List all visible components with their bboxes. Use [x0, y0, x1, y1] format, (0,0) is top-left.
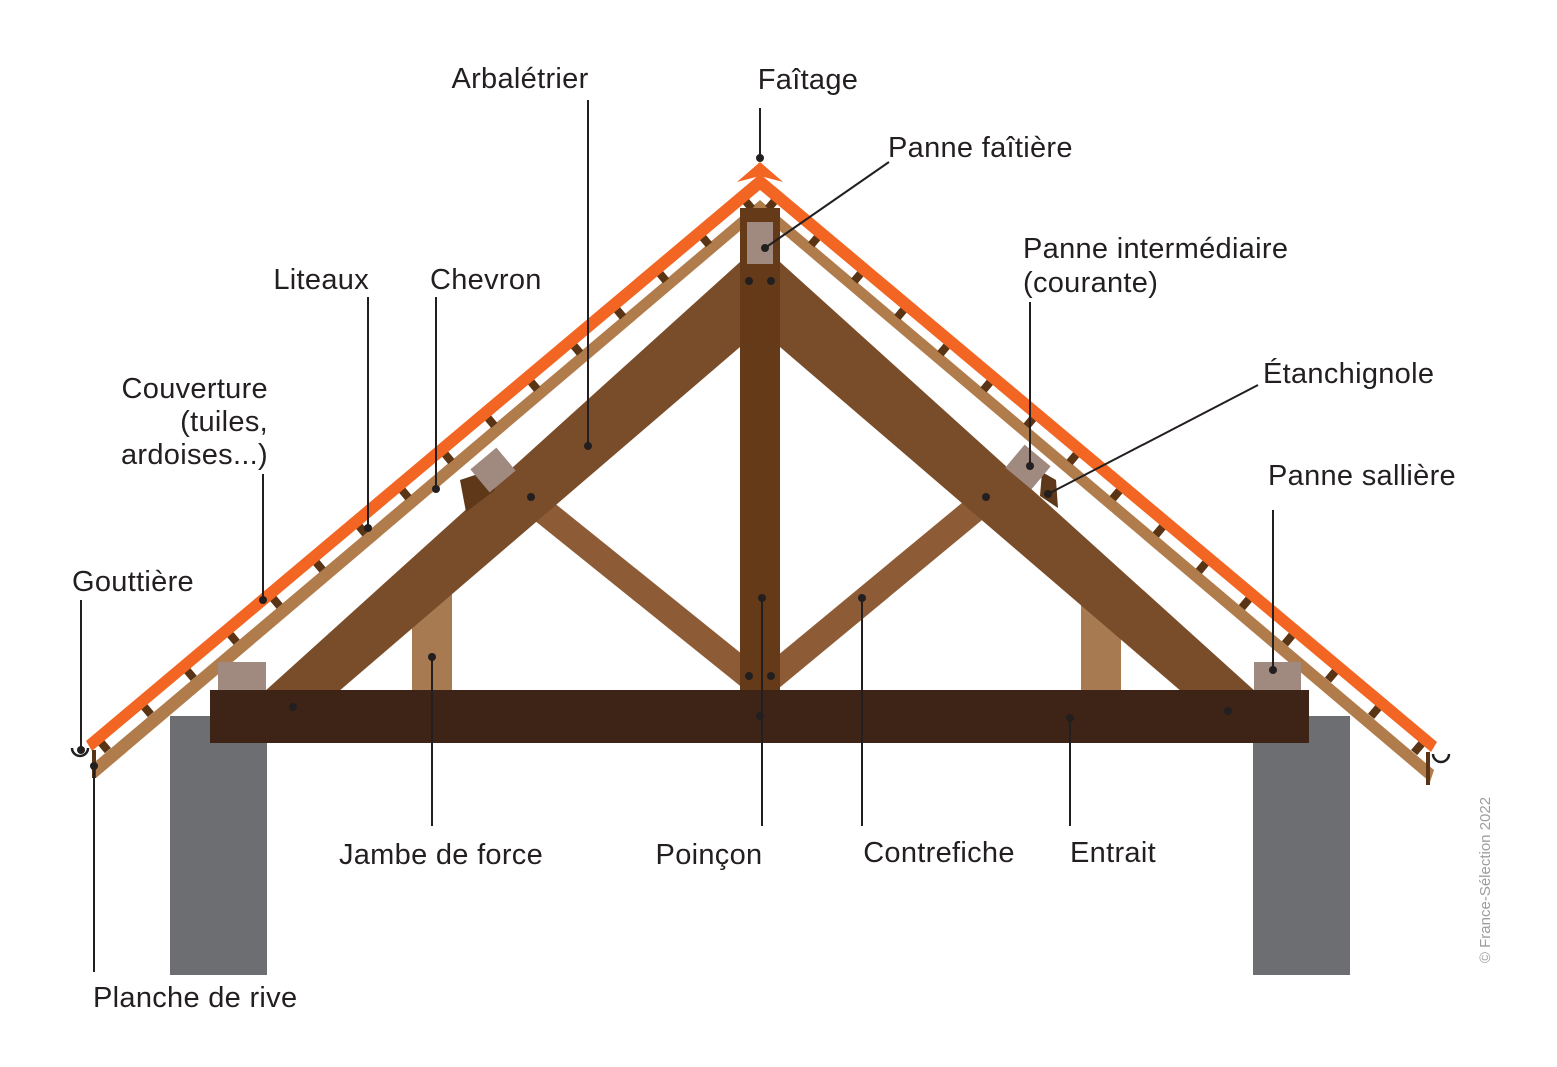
- left-strut: [496, 469, 765, 693]
- right-wall: [1253, 716, 1350, 975]
- label-entrait: Entrait: [1070, 837, 1156, 869]
- right-gutter: [1431, 753, 1451, 764]
- ridge-purlin: [747, 222, 773, 264]
- label-panne-intermediaire: Panne intermédiaire: [1023, 233, 1288, 265]
- label-couverture: Couverture: [122, 373, 268, 405]
- left-wall-plate: [218, 662, 266, 692]
- label-planche-de-rive: Planche de rive: [93, 982, 297, 1014]
- leader-lines: [77, 100, 1277, 972]
- left-roofing: [86, 174, 760, 751]
- label-couverture-tuiles: (tuiles,: [180, 406, 268, 438]
- batten-right-14: [1324, 668, 1339, 683]
- label-panne-faitiere: Panne faîtière: [888, 132, 1073, 164]
- label-gouttiere: Gouttière: [72, 566, 194, 598]
- right-wall-plate: [1254, 662, 1301, 692]
- ridge-cap: [737, 162, 783, 182]
- left-wall: [170, 716, 267, 975]
- label-arbaletrier: Arbalétrier: [451, 63, 588, 95]
- left-intermediate-purlin: [470, 447, 516, 493]
- right-roofing: [760, 174, 1437, 752]
- right-rafter: [760, 200, 1434, 782]
- batten-right-16: [1411, 740, 1425, 756]
- label-poincon: Poinçon: [656, 839, 763, 871]
- left-rafter: [90, 200, 760, 778]
- joint-dots: [745, 277, 775, 680]
- label-etanchignole: Étanchignole: [1263, 357, 1434, 390]
- batten-right-15: [1368, 704, 1382, 719]
- right-strut: [757, 469, 1019, 693]
- label-jambe-de-force: Jambe de force: [339, 839, 543, 871]
- king-post: [740, 208, 780, 692]
- label-couverture-ardoises: ardoises...): [121, 439, 268, 471]
- label-chevron: Chevron: [430, 264, 542, 296]
- label-contrefiche: Contrefiche: [863, 837, 1015, 869]
- copyright-notice: © France-Sélection 2022: [1477, 797, 1494, 963]
- label-liteaux: Liteaux: [273, 264, 369, 296]
- label-panne-intermediaire-courante: (courante): [1023, 267, 1158, 299]
- label-faitage: Faîtage: [758, 64, 858, 96]
- right-cleat: [1040, 472, 1058, 508]
- label-panne-salliere: Panne sallière: [1268, 460, 1456, 492]
- left-gutter: [70, 747, 90, 758]
